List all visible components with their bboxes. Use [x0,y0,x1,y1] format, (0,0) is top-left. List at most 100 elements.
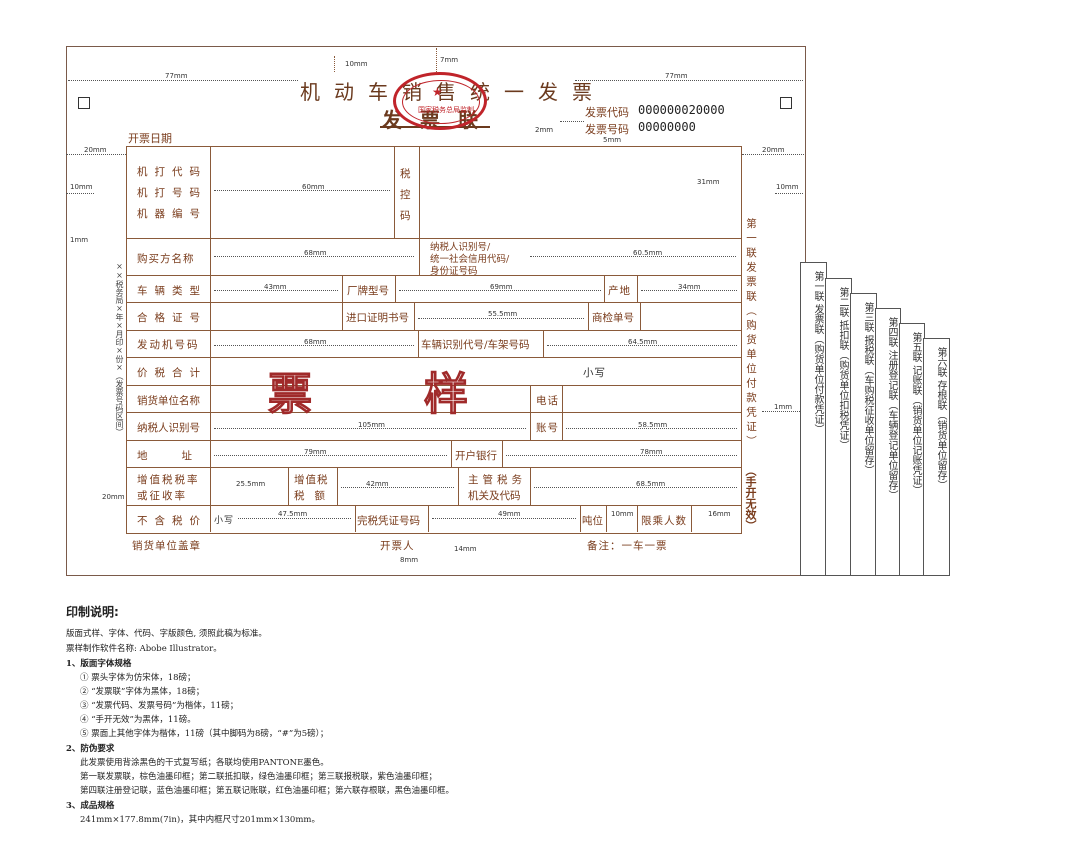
taxpayer-id-label-3: 身份证号码 [430,266,478,277]
dim-line [432,518,576,519]
col-rule [691,505,692,532]
copy-strip-6-text: 第六联 存根联（销货单位留存） [935,347,946,491]
dim-line [214,455,447,456]
notes-2a: 此发票使用背涂黑色的干式复写纸；各联均使用PANTONE墨色。 [80,758,329,768]
dim-68mm-b: 68mm [304,338,327,346]
machine-serial-label: 机器编号 [137,208,207,220]
invoice-code-label: 发票代码 [585,106,629,119]
dim-1mm-right: 1mm [774,403,793,411]
dim-8mm: 8mm [400,556,419,564]
dim-31mm: 31mm [697,178,720,186]
invoice-number-label: 发票号码 [585,123,629,136]
dim-105mm: 105mm [358,421,385,429]
passenger-limit-label: 限乘人数 [641,515,687,527]
dim-42mm: 42mm [366,480,389,488]
vat-amount-label-1: 增值税 [294,474,329,486]
notes-heading: 印制说明: [66,605,119,619]
col-rule [458,467,459,505]
brand-model-label: 厂牌型号 [347,285,389,297]
dim-10mm-top: 10mm [345,60,368,68]
col-rule [502,440,503,467]
row-rule [126,440,741,441]
copy-strip-2: 第二联 抵扣联（购货单位扣税凭证） [825,278,852,576]
dim-64-5mm: 64.5mm [628,338,658,346]
col-rule [530,385,531,440]
copy-side-label: 第一联发票联（购货单位付款凭证） [745,218,757,450]
vat-rate-label-2: 或征收率 [137,490,187,502]
dim-60mm: 60mm [302,183,325,191]
punch-square-right [780,97,792,109]
dim-7mm: 7mm [440,56,459,64]
col-rule [210,146,211,532]
print-range-vertical: ××税务局×年×月印×份×（发票号码区间） [115,262,124,436]
dim-line [214,256,414,257]
tax-control-label: 税控码 [400,168,412,222]
machine-code-label: 机打代码 [137,166,207,178]
dim-line [775,193,803,194]
seal-text: 国家税务总局监制 [418,106,474,114]
certificate-label: 合格证号 [137,312,207,324]
invoice-form-frame [126,146,742,534]
dim-line [66,193,94,194]
invoice-code-value: 000000020000 [638,103,725,117]
col-rule [418,330,419,357]
price-lowercase-label: 小写 [583,367,606,379]
excl-tax-price-label: 不含税价 [137,515,207,527]
col-rule [451,440,452,467]
seal-star-icon: ★ [432,85,443,99]
col-rule [428,505,429,532]
dim-20mm-left: 20mm [84,146,107,154]
col-rule [419,146,420,238]
dim-47-5mm: 47.5mm [278,510,308,518]
notes-1b: ② “发票联”字体为黑体，18磅； [80,687,205,697]
vat-amount-label-2: 税额 [294,490,335,502]
row-rule [126,412,741,413]
copy-strip-3-text: 第三联 报税联（车购税征收单位留存） [862,302,873,476]
dim-77mm-left: 77mm [165,72,188,80]
notes-section-1: 1、版面字体规格 [66,659,132,669]
dim-20mm-lower: 20mm [102,493,125,501]
phone-label: 电话 [536,395,559,407]
dim-line [66,154,126,155]
dim-10mm-right: 10mm [776,183,799,191]
copy-strip-2-text: 第二联 抵扣联（购货单位扣税凭证） [837,287,848,451]
dim-58-5mm: 58.5mm [638,421,668,429]
dim-line [530,256,736,257]
col-rule [342,302,343,330]
copy-strip-4: 第四联 注册登记联（车辆登记单位留存） [875,308,901,576]
taxpayer-id-label-2: 统一社会信用代码/ [430,254,510,265]
notes-section-3: 3、成品规格 [66,801,115,811]
notes-1d: ④ “手开无效”为黑体，11磅。 [80,715,196,725]
account-label: 账号 [536,422,559,434]
copy-strip-1: 第一联 发票联（购货单位付款凭证） [800,262,827,576]
issue-date-label: 开票日期 [128,132,172,145]
notes-2b: 第一联发票联，棕色油墨印框；第二联抵扣联，绿色油墨印框；第三联报税联，紫色油墨印… [80,772,438,782]
dim-68mm-a: 68mm [304,249,327,257]
dim-line [399,290,601,291]
address-label: 地址 [137,450,226,462]
col-rule [530,467,531,505]
dim-1mm-left: 1mm [70,236,89,244]
copy-strip-5-text: 第五联 记账联（销货单位记账凭证） [910,332,921,496]
origin-label: 产地 [608,285,631,297]
dim-line [214,428,526,429]
inspection-label: 商检单号 [592,312,634,324]
dim-49mm: 49mm [498,510,521,518]
col-rule [394,146,395,238]
dim-79mm: 79mm [304,448,327,456]
col-rule [588,302,589,330]
dim-tick [436,48,437,72]
copy-strip-5: 第五联 记账联（销货单位记账凭证） [899,323,925,576]
dim-line [214,290,338,291]
dim-line [566,428,737,429]
handwritten-void-label: （手开无效） [744,465,757,531]
row-rule [126,275,741,276]
seller-stamp-label: 销货单位盖章 [132,540,201,552]
remark-label: 备注：一车一票 [587,540,668,552]
notes-line-2: 票样制作软件名称: Abobe Illustrator。 [66,644,222,654]
dim-line [575,80,803,81]
dim-77mm-right: 77mm [665,72,688,80]
punch-square-left [78,97,90,109]
dim-68-5mm: 68.5mm [636,480,666,488]
dim-14mm: 14mm [454,545,477,553]
